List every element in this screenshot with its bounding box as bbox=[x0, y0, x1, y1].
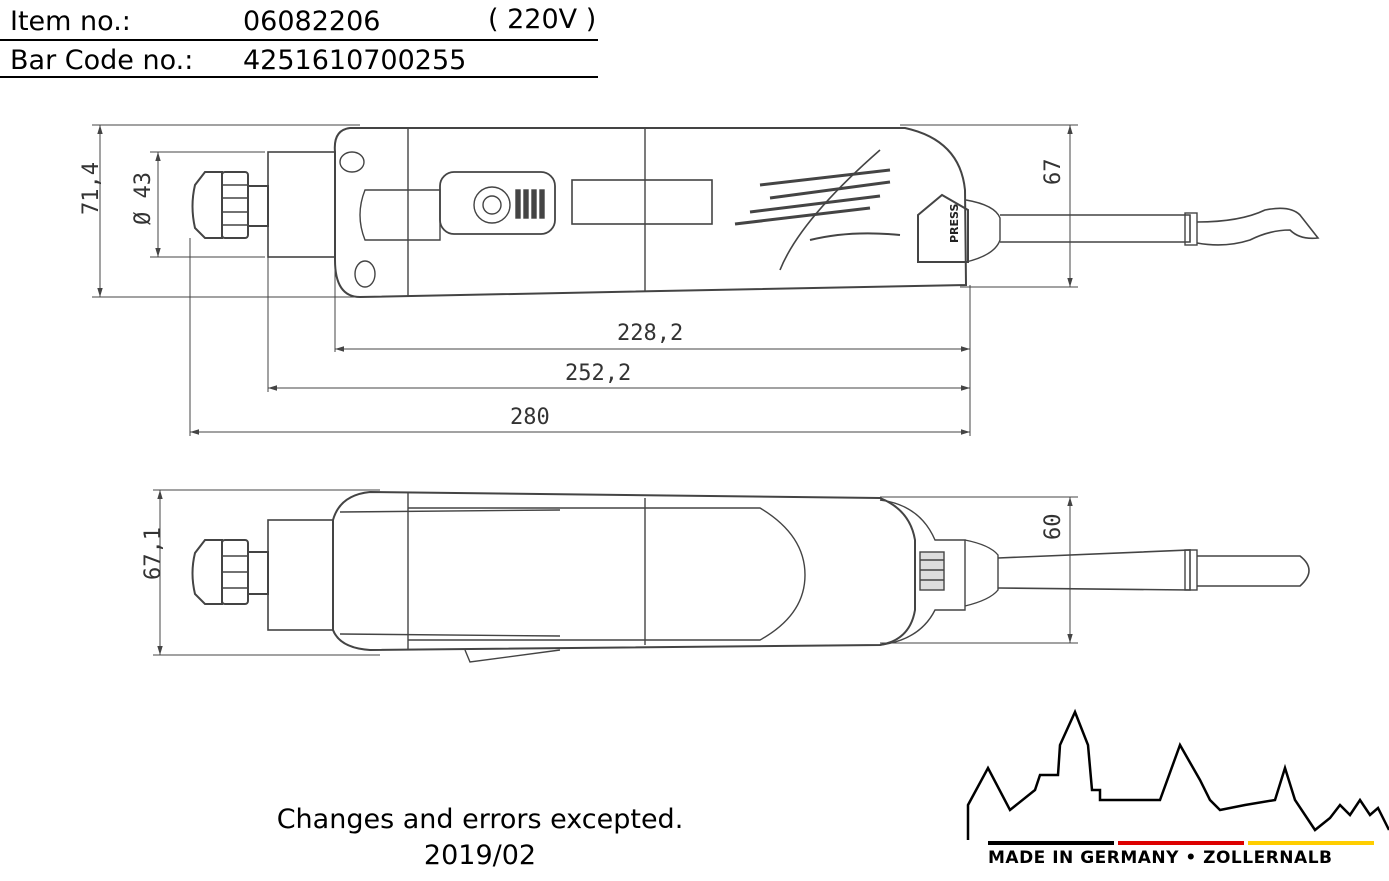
header-divider-top bbox=[0, 39, 598, 41]
press-label: PRESS bbox=[948, 204, 961, 243]
barcode-label: Bar Code no.: bbox=[10, 45, 194, 76]
flag-stripe-black bbox=[988, 841, 1114, 845]
header-divider-bottom bbox=[0, 76, 598, 78]
dim-diameter: Ø 43 bbox=[131, 172, 156, 225]
zollernalb-skyline-logo bbox=[966, 708, 1389, 840]
dim-height-rear: 67 bbox=[1041, 159, 1066, 186]
drawing-date: 2019/02 bbox=[423, 840, 537, 871]
voltage-label: ( 220V ) bbox=[488, 4, 597, 35]
dim-length-total: 280 bbox=[510, 405, 550, 430]
flag-stripe-gold bbox=[1248, 841, 1374, 845]
side-view: PRESS bbox=[92, 124, 1320, 436]
dim-height-total: 71,4 bbox=[79, 162, 104, 215]
dim-width-total: 67,1 bbox=[141, 527, 166, 580]
top-view bbox=[153, 489, 1310, 663]
made-in-germany-label: MADE IN GERMANY • ZOLLERNALB bbox=[988, 848, 1333, 868]
dim-width-rear: 60 bbox=[1041, 514, 1066, 541]
disclaimer-text: Changes and errors excepted. bbox=[276, 804, 684, 835]
item-number-value: 06082206 bbox=[243, 6, 381, 37]
dim-length-mid: 252,2 bbox=[565, 361, 631, 386]
barcode-value: 4251610700255 bbox=[243, 45, 467, 76]
flag-stripe-red bbox=[1118, 841, 1244, 845]
item-number-label: Item no.: bbox=[10, 6, 131, 37]
dim-length-body: 228,2 bbox=[617, 321, 683, 346]
